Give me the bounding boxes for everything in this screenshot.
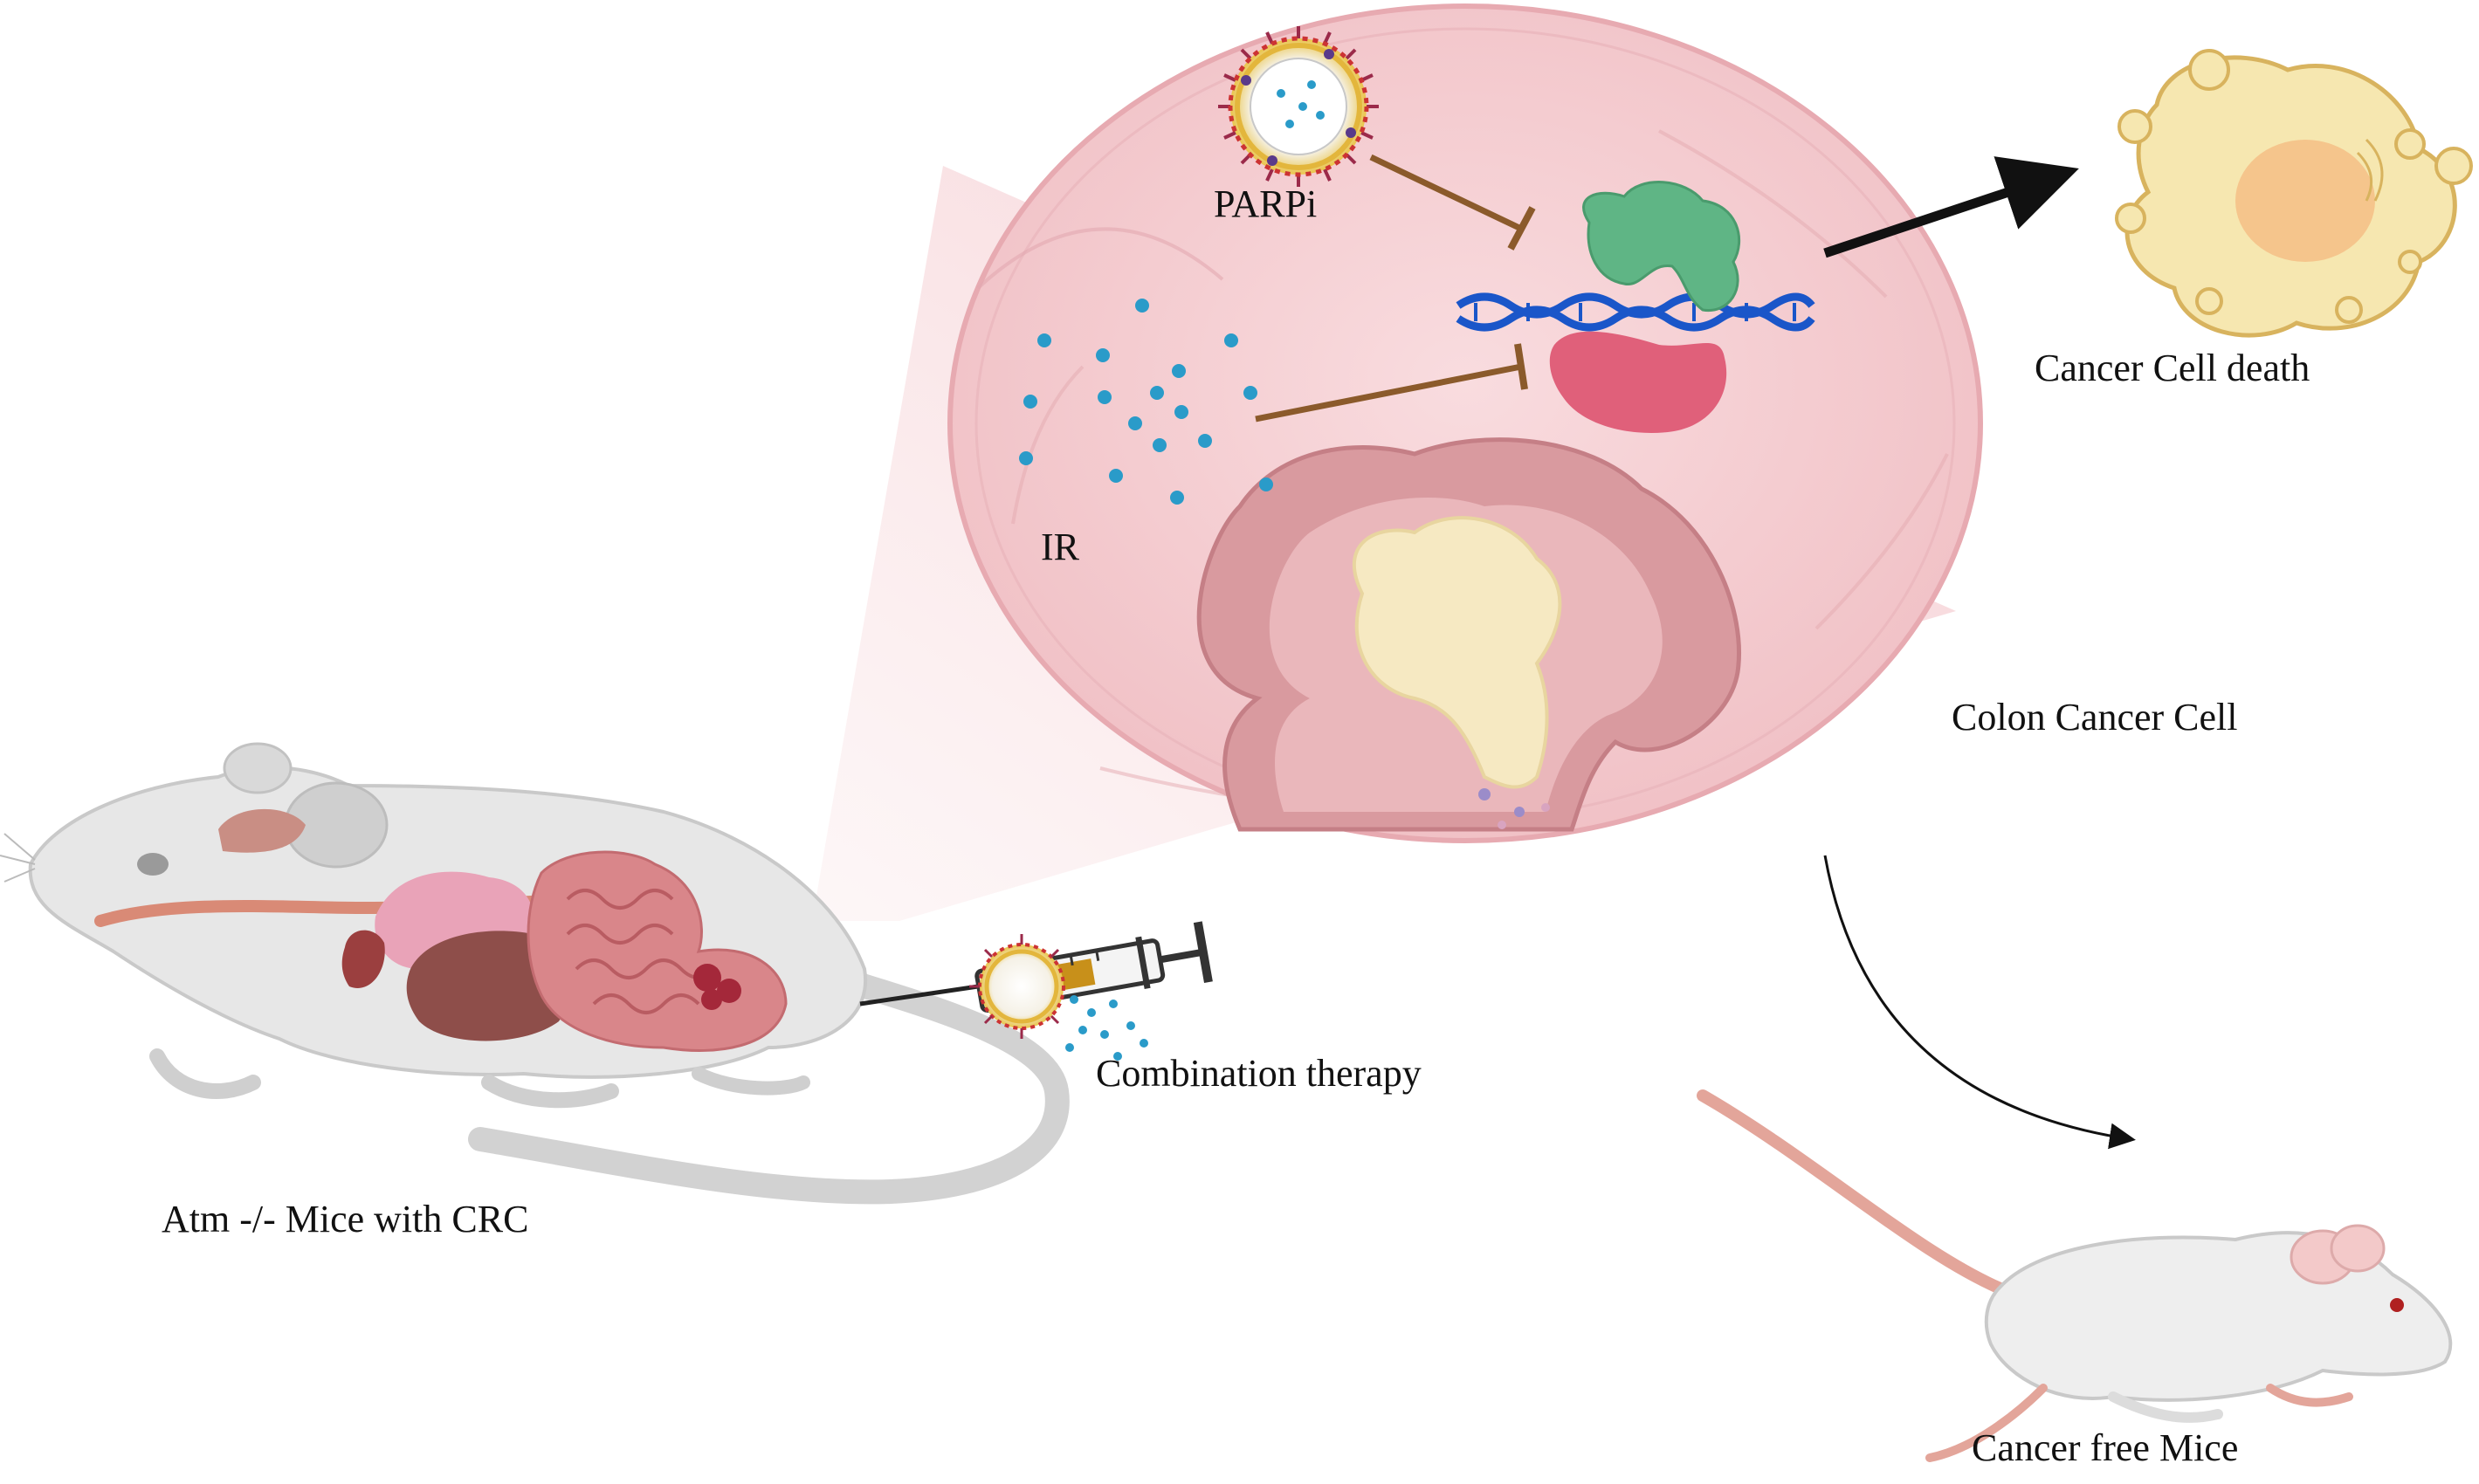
ir-radiation-icon	[1019, 299, 1273, 505]
dying-cell-icon	[2115, 49, 2473, 338]
parp-protein-icon	[1582, 181, 1741, 313]
colon-cancer-cell-label: Colon Cancer Cell	[1952, 696, 2238, 739]
atm-mice-label: Atm -/- Mice with CRC	[162, 1198, 529, 1240]
cancer-free-mouse-icon	[1697, 1089, 2453, 1462]
repair-protein-icon	[1549, 331, 1727, 433]
cancer-free-mice-label: Cancer free Mice	[1972, 1426, 2239, 1469]
syringe-icon	[859, 921, 1213, 1061]
nanoparticle-icon	[1218, 26, 1379, 187]
combination-therapy-label: Combination therapy	[1096, 1052, 1422, 1095]
ir-inhibition-arrow	[1255, 343, 1528, 423]
mouse-icon	[0, 742, 1070, 1205]
parpi-label: PARPi	[1214, 182, 1318, 225]
ir-label: IR	[1041, 526, 1079, 568]
dna-icon	[1456, 292, 1815, 332]
parpi-inhibition-arrow	[1369, 154, 1536, 251]
death-arrow	[1823, 156, 2079, 258]
colon-crypt-icon	[1196, 437, 1741, 832]
outcome-arrow	[1823, 855, 2136, 1150]
cancer-cell-death-label: Cancer Cell death	[2035, 347, 2310, 389]
